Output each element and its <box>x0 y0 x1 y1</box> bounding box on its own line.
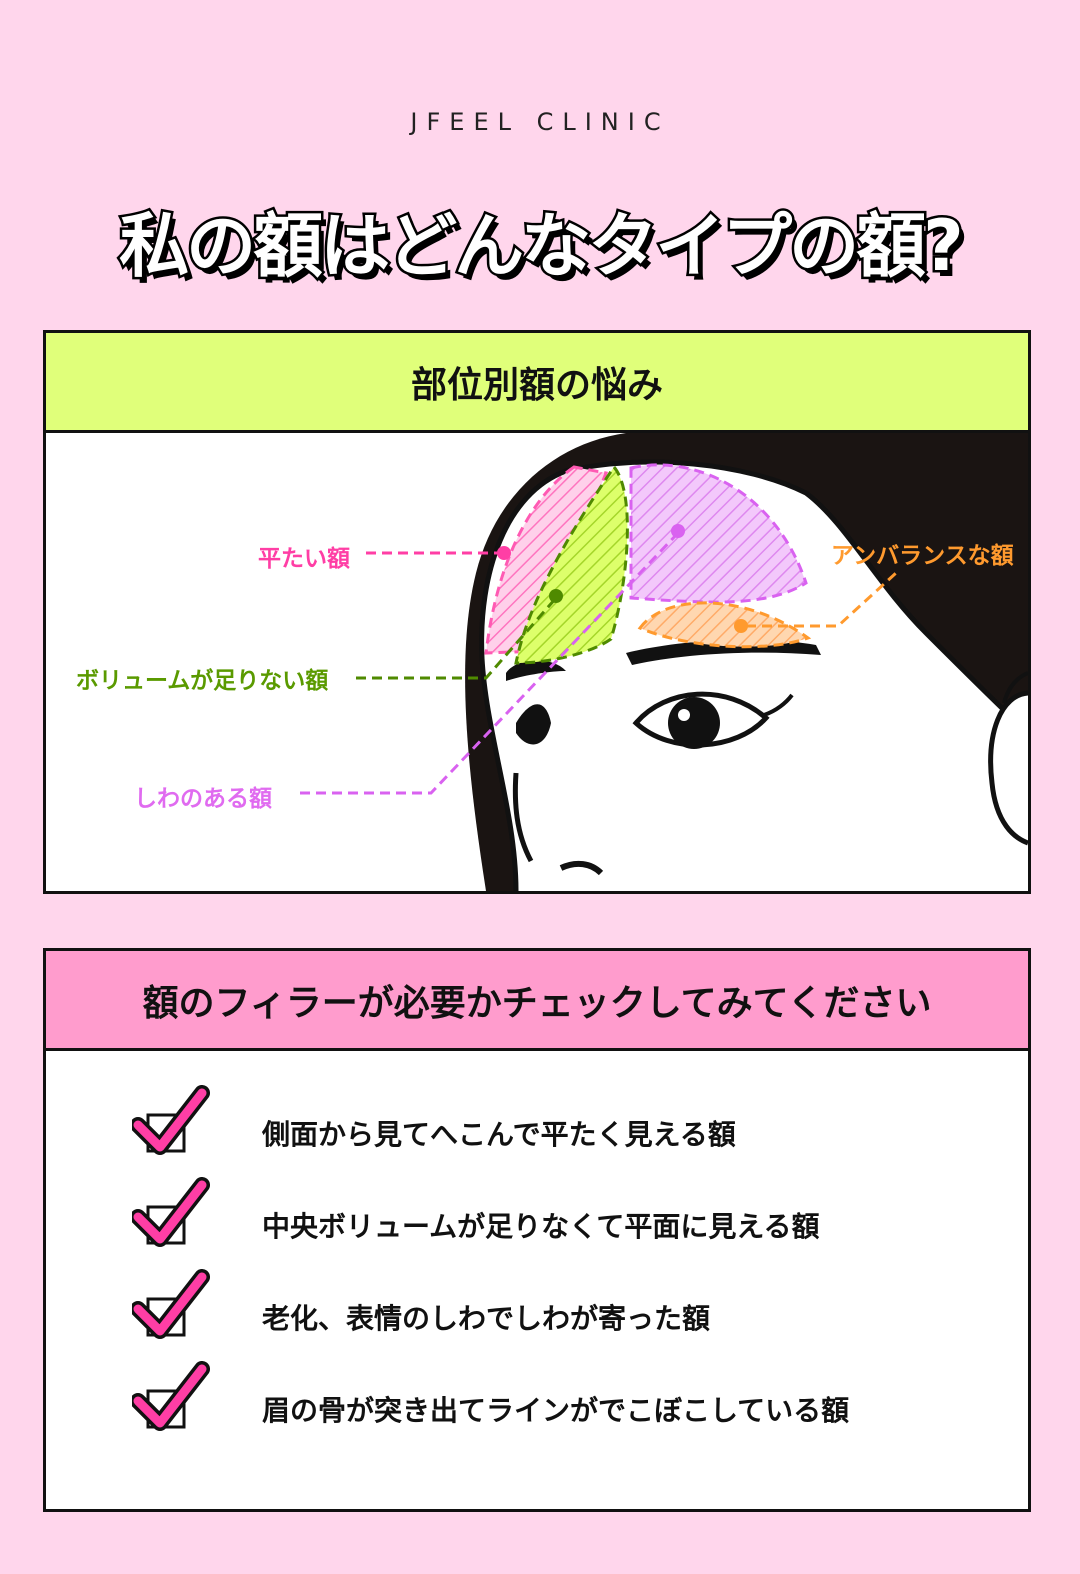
face-outline <box>479 459 1028 891</box>
checklist-item[interactable]: 老化、表情のしわでしわが寄った額 <box>46 1269 1028 1365</box>
right-eyebrow <box>626 639 821 665</box>
unbalanced-leader <box>746 571 898 628</box>
flat-forehead-label: 平たい額 <box>258 546 350 572</box>
volume-forehead-label: ボリュームが足りない額 <box>76 668 329 694</box>
checklist-item-text: 老化、表情のしわでしわが寄った額 <box>262 1302 711 1335</box>
check-mark-icon[interactable] <box>132 1361 212 1441</box>
page-title: 私の額はどんなタイプの額? <box>117 203 967 290</box>
checklist-item-text: 中央ボリュームが足りなくて平面に見える額 <box>262 1210 820 1243</box>
checklist-items: 側面から見てへこんで平たく見える額 中央ボリュームが足りなくて平面に見える額 老… <box>46 1051 1028 1509</box>
checklist-item[interactable]: 中央ボリュームが足りなくて平面に見える額 <box>46 1177 1028 1273</box>
wrinkle-forehead-label: しわのある額 <box>134 786 272 812</box>
checklist-heading: 額のフィラーが必要かチェックしてみてください <box>46 951 1028 1051</box>
nose <box>512 772 534 863</box>
checklist-panel: 額のフィラーが必要かチェックしてみてください 側面から見てへこんで平たく見える額… <box>43 948 1031 1512</box>
checklist-item[interactable]: 側面から見てへこんで平たく見える額 <box>46 1085 1028 1181</box>
check-mark-icon[interactable] <box>132 1269 212 1349</box>
left-eye <box>516 704 551 745</box>
checklist-item-text: 眉の骨が突き出てラインがでこぼこしている額 <box>262 1394 850 1427</box>
check-mark-icon[interactable] <box>132 1085 212 1165</box>
unbalanced-forehead-label: アンバランスな額 <box>831 543 1014 569</box>
title-wrap: 私の額はどんなタイプの額? <box>0 190 1080 291</box>
volume-leader <box>356 597 558 680</box>
checklist-item[interactable]: 眉の骨が突き出てラインがでこぼこしている額 <box>46 1361 1028 1457</box>
wrinkle-leader <box>300 531 680 795</box>
forehead-areas-heading: 部位別額の悩み <box>46 333 1028 433</box>
brand-name: JFEEL CLINIC <box>410 108 670 136</box>
forehead-areas-panel: 部位別額の悩み <box>43 330 1031 894</box>
face-illustration <box>300 433 1028 891</box>
unbalanced-zone <box>637 601 812 649</box>
ear-shape <box>988 690 1028 846</box>
wrinkle-zone <box>629 463 808 604</box>
check-mark-icon[interactable] <box>132 1177 212 1257</box>
checklist-item-text: 側面から見てへこんで平たく見える額 <box>262 1118 736 1151</box>
